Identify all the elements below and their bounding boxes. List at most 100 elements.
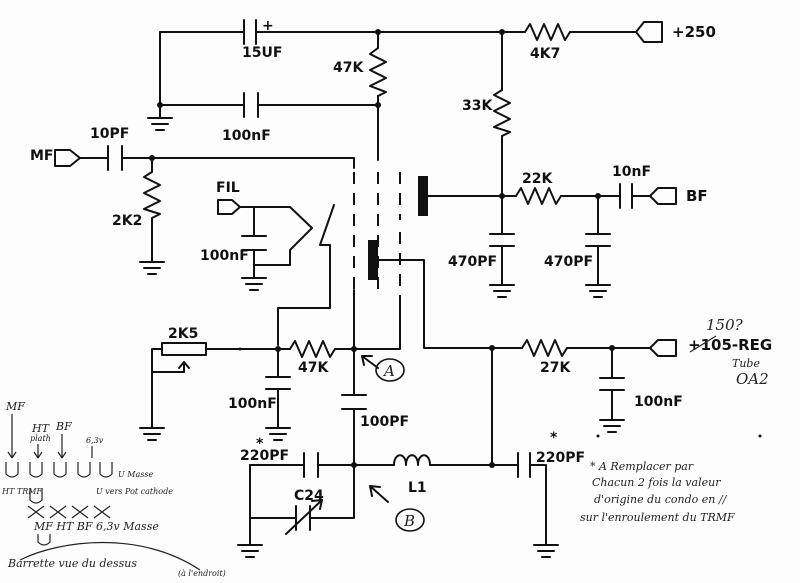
capacitor-100pf-label: 100PF xyxy=(360,414,409,430)
inductor-l1 xyxy=(393,454,431,466)
pinout-row2-label: MF HT BF 6,3v Masse xyxy=(33,520,159,533)
capacitor-c24-variable xyxy=(285,499,323,535)
junction-dot xyxy=(375,102,381,108)
capacitor-470pf-b xyxy=(585,233,611,247)
pinout-caption: Barrette vue du dessus xyxy=(7,557,137,570)
note-line-3: d'origine du condo en // xyxy=(594,493,728,506)
ground-symbol xyxy=(489,284,515,298)
junction-dot xyxy=(375,29,381,35)
pin-row-2 xyxy=(27,505,111,519)
ground-symbol xyxy=(265,427,291,441)
dot-mark xyxy=(238,347,242,351)
potentiometer-2k5 xyxy=(161,342,207,373)
resistor-2k2 xyxy=(143,171,161,219)
note-line-1: * A Remplacer par xyxy=(590,460,694,473)
terminal-mf xyxy=(54,149,81,167)
note-line-4: sur l'enroulement du TRMF xyxy=(580,511,735,524)
reg150-label: 150? xyxy=(706,316,744,334)
ground-symbol xyxy=(585,284,611,298)
fil-label: FIL xyxy=(216,180,240,196)
star-right: * xyxy=(550,430,558,446)
resistor-47k-top-label: 47K xyxy=(333,60,364,76)
arrow-b xyxy=(369,485,389,503)
resistor-22k-label: 22K xyxy=(522,171,553,187)
capacitor-100nf-left xyxy=(265,376,291,390)
pinout-curve xyxy=(19,541,201,571)
pinout-sketch: MF HT plath BF 6,3v U Masse U vers Pot c… xyxy=(1,400,226,578)
capacitor-470pf-a-label: 470PF xyxy=(448,254,497,270)
capacitor-470pf-a xyxy=(489,233,515,247)
note-line-2: Chacun 2 fois la valeur xyxy=(592,476,721,489)
potentiometer-2k5-label: 2K5 xyxy=(168,326,198,342)
tube-anode-1 xyxy=(418,176,428,216)
point-a-label: A xyxy=(382,362,395,380)
tube-anode-2 xyxy=(368,240,378,280)
capacitor-15uf xyxy=(243,19,257,45)
capacitor-100nf-fil xyxy=(241,235,267,251)
pin-arrow xyxy=(7,414,17,459)
resistor-33k-label: 33K xyxy=(462,98,493,114)
capacitor-220pf-right-label: 220PF xyxy=(536,450,585,466)
capacitor-220pf-left-label: 220PF xyxy=(240,448,289,464)
capacitor-220pf-right xyxy=(517,452,531,478)
ground-symbol xyxy=(139,427,165,441)
bf-label: BF xyxy=(686,187,708,205)
inductor-l1-label: L1 xyxy=(408,480,427,496)
capacitor-100nf-top-label: 100nF xyxy=(222,128,271,144)
resistor-4k7-label: 4K7 xyxy=(530,46,560,62)
junction-dot xyxy=(499,29,505,35)
pin-row-1b xyxy=(29,488,43,504)
terminal-plus250 xyxy=(635,21,663,43)
capacitor-polarity-label: + xyxy=(262,18,274,34)
resistor-22k xyxy=(515,187,562,205)
ground-symbol xyxy=(241,277,267,291)
capacitor-100nf-right-label: 100nF xyxy=(634,394,683,410)
resistor-2k2-label: 2K2 xyxy=(112,213,142,229)
pin-row-2b xyxy=(37,534,51,546)
ground-symbol xyxy=(533,544,559,558)
ground-symbol xyxy=(147,117,173,131)
pinout-caption-sub: (à l'endroit) xyxy=(178,569,226,578)
capacitor-100nf-right xyxy=(599,377,625,391)
resistor-27k xyxy=(521,339,568,357)
arrow-a xyxy=(361,355,379,369)
ground-symbol xyxy=(237,544,263,558)
resistor-27k-label: 27K xyxy=(540,360,571,376)
pot-wire xyxy=(151,348,185,429)
capacitor-10pf-label: 10PF xyxy=(90,126,129,142)
wire xyxy=(429,464,547,546)
capacitor-100pf xyxy=(341,394,367,410)
resistor-4k7 xyxy=(524,23,571,41)
tube-label: Tube xyxy=(732,357,760,370)
capacitor-c24-label: C24 xyxy=(294,488,324,504)
plus250-label: +250 xyxy=(672,23,716,41)
capacitor-10pf xyxy=(107,145,123,171)
pinout-ht-sub: plath xyxy=(30,434,51,443)
terminal-fil xyxy=(217,199,241,215)
pinout-ht-trmf-label: HT TRMF xyxy=(1,487,42,496)
capacitor-10nf xyxy=(619,183,633,209)
wire xyxy=(249,464,355,546)
pinout-pot-label: U vers Pot cathode xyxy=(96,487,173,496)
ground-symbol xyxy=(139,261,165,275)
pinout-ht-label: HT xyxy=(31,422,51,435)
point-b-circle xyxy=(395,508,425,532)
filament-wire xyxy=(239,206,313,266)
capacitor-470pf-b-label: 470PF xyxy=(544,254,593,270)
dot-mark xyxy=(758,434,762,438)
terminal-reg xyxy=(649,339,677,357)
mf-label: MF xyxy=(30,148,54,164)
mf-input-wire xyxy=(79,157,355,169)
resistor-47k-top xyxy=(369,47,387,97)
pinout-mf-label: MF xyxy=(5,400,25,413)
tube-type-label: OA2 xyxy=(736,370,769,388)
pinout-63v-label: 6,3v xyxy=(86,436,104,445)
pin-arrow xyxy=(57,434,67,459)
pin-row-1 xyxy=(5,462,113,478)
star-left: * xyxy=(256,436,264,452)
capacitor-100nf-top xyxy=(243,92,259,118)
resistor-47k-mid xyxy=(289,340,336,358)
point-b-label: B xyxy=(403,512,415,530)
point-a-circle xyxy=(375,358,405,382)
